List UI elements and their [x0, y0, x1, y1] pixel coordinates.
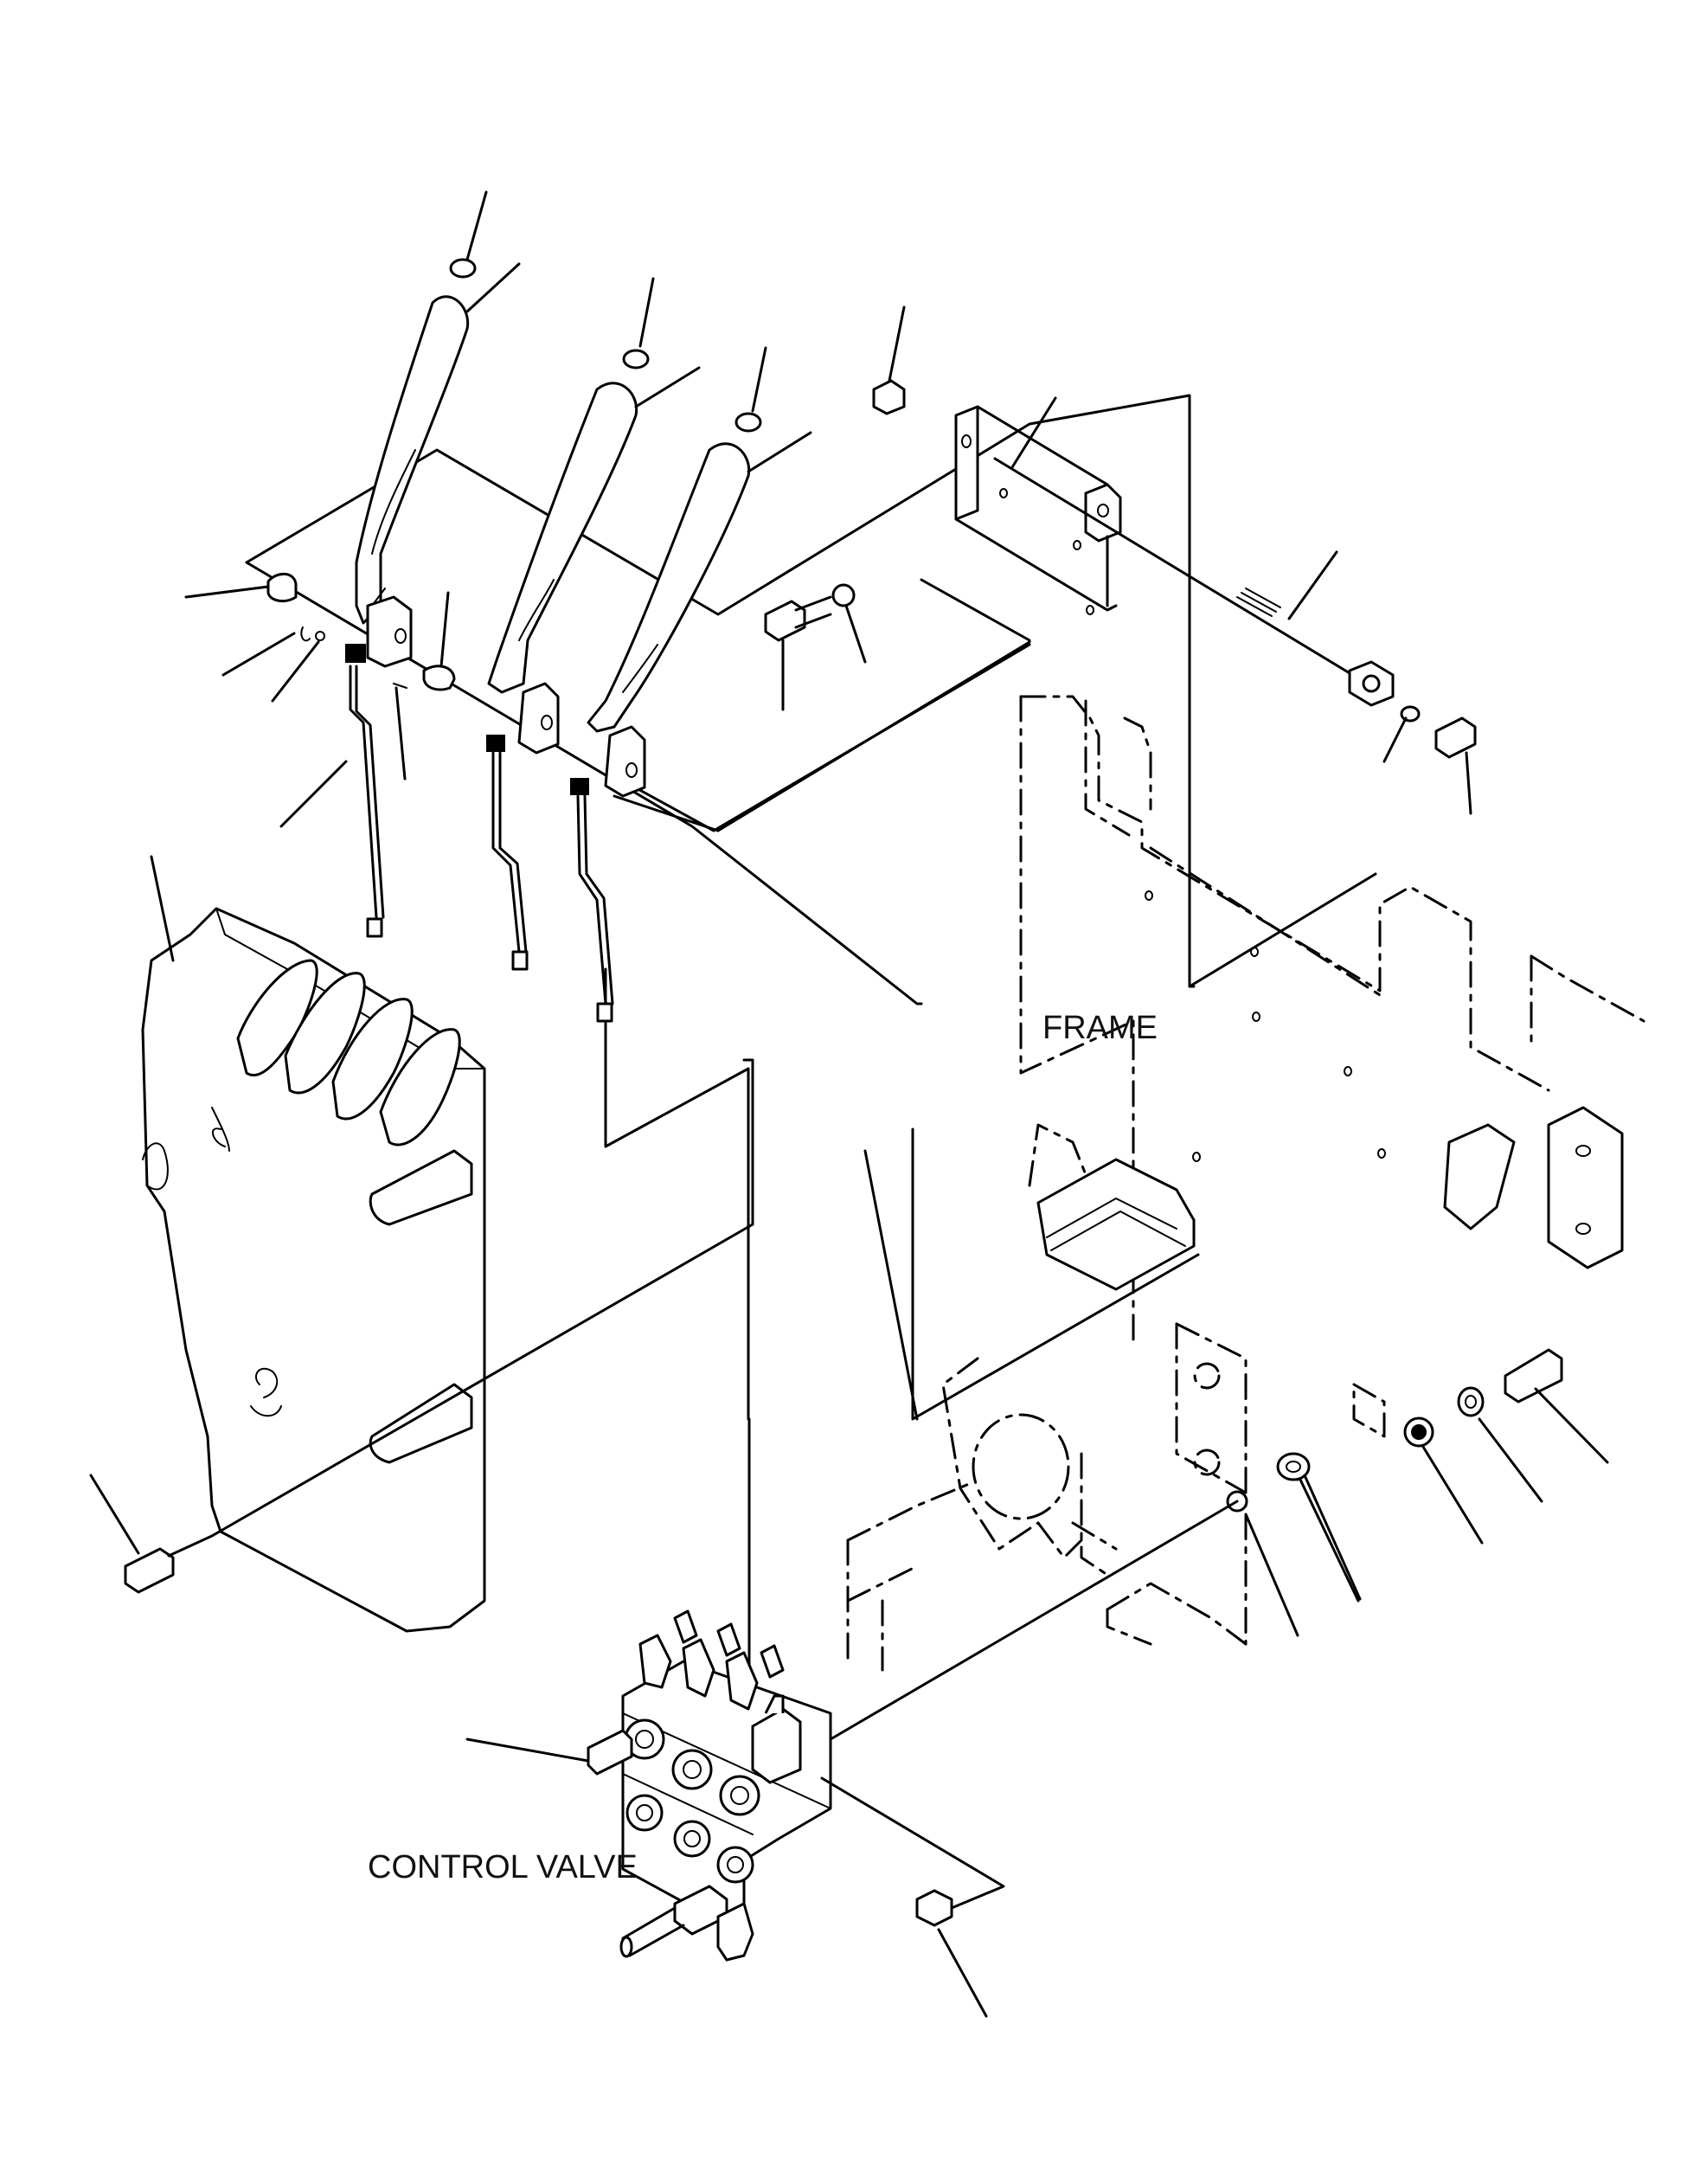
lever-1-hardware	[266, 572, 456, 691]
pivot-bolt	[1504, 1348, 1563, 1404]
washer-right	[1400, 705, 1421, 723]
frame-holes	[1145, 890, 1386, 1162]
bolt-right	[1434, 716, 1477, 759]
lever-2	[487, 349, 650, 694]
leader-lines	[89, 190, 1609, 2018]
lever-3	[587, 412, 762, 733]
cover-bolt	[124, 1534, 214, 1594]
lever-brackets	[345, 595, 646, 798]
washer-center	[831, 583, 856, 607]
nut-top	[872, 379, 906, 415]
top-hardware	[764, 379, 1477, 759]
linkage-outline	[245, 394, 1377, 1689]
lever-1	[355, 258, 477, 625]
lever-2-knob-cap	[622, 349, 650, 369]
pivot-hardware	[1226, 1348, 1563, 1513]
frame-outline	[846, 695, 1645, 1672]
lever-1-knob-cap	[449, 258, 477, 279]
frame-label: FRAME	[1042, 1010, 1158, 1046]
valve-nut	[915, 1889, 953, 1927]
lever-cover	[141, 907, 486, 1633]
control-valve-label: CONTROL VALVE	[368, 1849, 638, 1885]
bushing	[1276, 1452, 1311, 1481]
control-valve	[587, 1609, 832, 1962]
bolt-head-center	[764, 600, 806, 642]
detent-bracket	[954, 405, 1395, 707]
lever-3-knob-cap	[734, 412, 762, 433]
flat-washer	[1457, 1386, 1485, 1417]
frame-console	[1036, 1106, 1624, 1291]
lever-rods	[349, 665, 614, 1023]
